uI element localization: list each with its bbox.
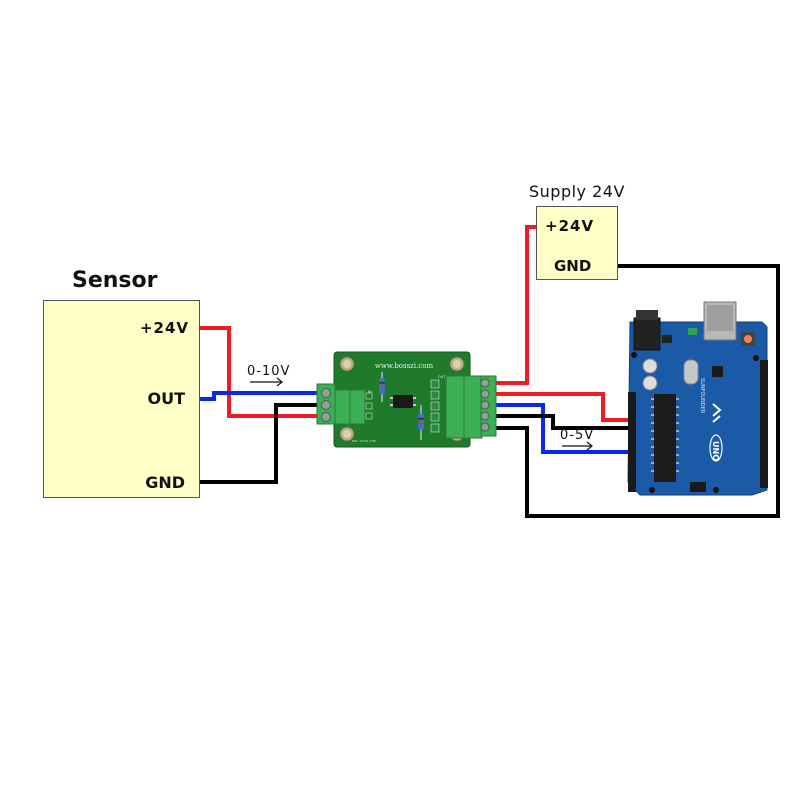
sensor-box: +24V OUT GND xyxy=(43,300,200,498)
wire-supply-gnd-return xyxy=(495,264,780,518)
power-analog-header xyxy=(628,392,636,492)
digital-header xyxy=(760,360,768,488)
supply-box: +24V GND xyxy=(536,206,618,280)
sensor-pin-24v: +24V xyxy=(139,319,189,337)
output-terminal-block xyxy=(430,375,497,439)
sensor-pin-gnd: GND xyxy=(145,473,185,492)
converter-out-label: OUT xyxy=(438,375,446,379)
output-signal-label: 0-5V xyxy=(560,428,595,443)
sunfounder-logo-icon xyxy=(712,403,722,423)
input-terminal-block xyxy=(316,383,373,425)
wire-arduino-5v xyxy=(495,392,630,422)
wire-sensor-gnd xyxy=(199,403,318,484)
resistor-1 xyxy=(379,372,385,402)
supply-pin-24v: +24V xyxy=(545,217,595,235)
converter-in-label: IN xyxy=(368,390,372,394)
wire-arduino-a0 xyxy=(495,403,630,454)
resistor-2 xyxy=(418,405,424,440)
arduino-uno-board: SUNFOUNDER UNO xyxy=(627,301,768,496)
capacitor-2 xyxy=(642,375,658,391)
wires xyxy=(199,225,780,518)
wire-supply-24v xyxy=(495,225,537,385)
wire-arduino-gnd xyxy=(495,414,630,430)
dc-jack xyxy=(633,317,661,351)
input-signal-label: 0-10V xyxy=(247,364,291,379)
optocoupler-chip xyxy=(393,395,413,408)
atmega-chip xyxy=(654,394,676,482)
supply-title: Supply 24V xyxy=(529,182,625,201)
icsp-header xyxy=(690,482,706,492)
pcb-silkscreen: ZDI 1175A_F40 xyxy=(352,439,376,443)
wire-sensor-out xyxy=(199,391,318,401)
wire-sensor-24v xyxy=(199,326,318,418)
converter-url: www.bosszi.com xyxy=(375,362,434,370)
supply-pin-gnd: GND xyxy=(554,257,592,275)
arduino-brand: SUNFOUNDER xyxy=(699,378,705,414)
signal-arrow-output xyxy=(562,441,593,451)
capacitor-1 xyxy=(642,358,658,374)
sensor-title: Sensor xyxy=(72,268,158,293)
signal-arrow-input xyxy=(250,377,283,387)
arduino-model: UNO xyxy=(711,441,720,461)
sensor-pin-out: OUT xyxy=(147,389,185,408)
